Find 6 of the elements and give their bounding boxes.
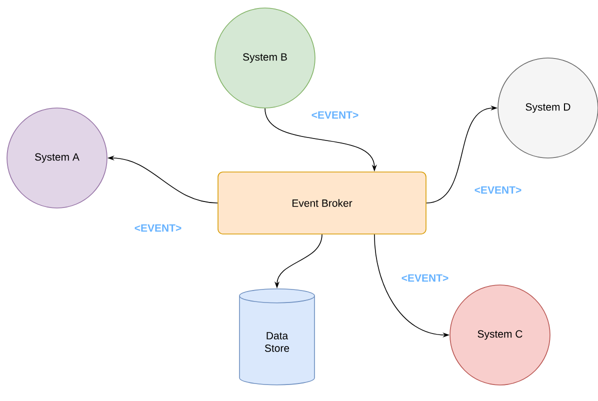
database-cylinder: Data Store [239,288,315,386]
edge-label: <EVENT> [402,274,448,282]
edge-label: <EVENT> [134,224,182,232]
broker-box: Event Broker [218,172,426,234]
edge-label: <EVENT> [312,111,358,119]
edge-label: <EVENT> [474,186,522,194]
